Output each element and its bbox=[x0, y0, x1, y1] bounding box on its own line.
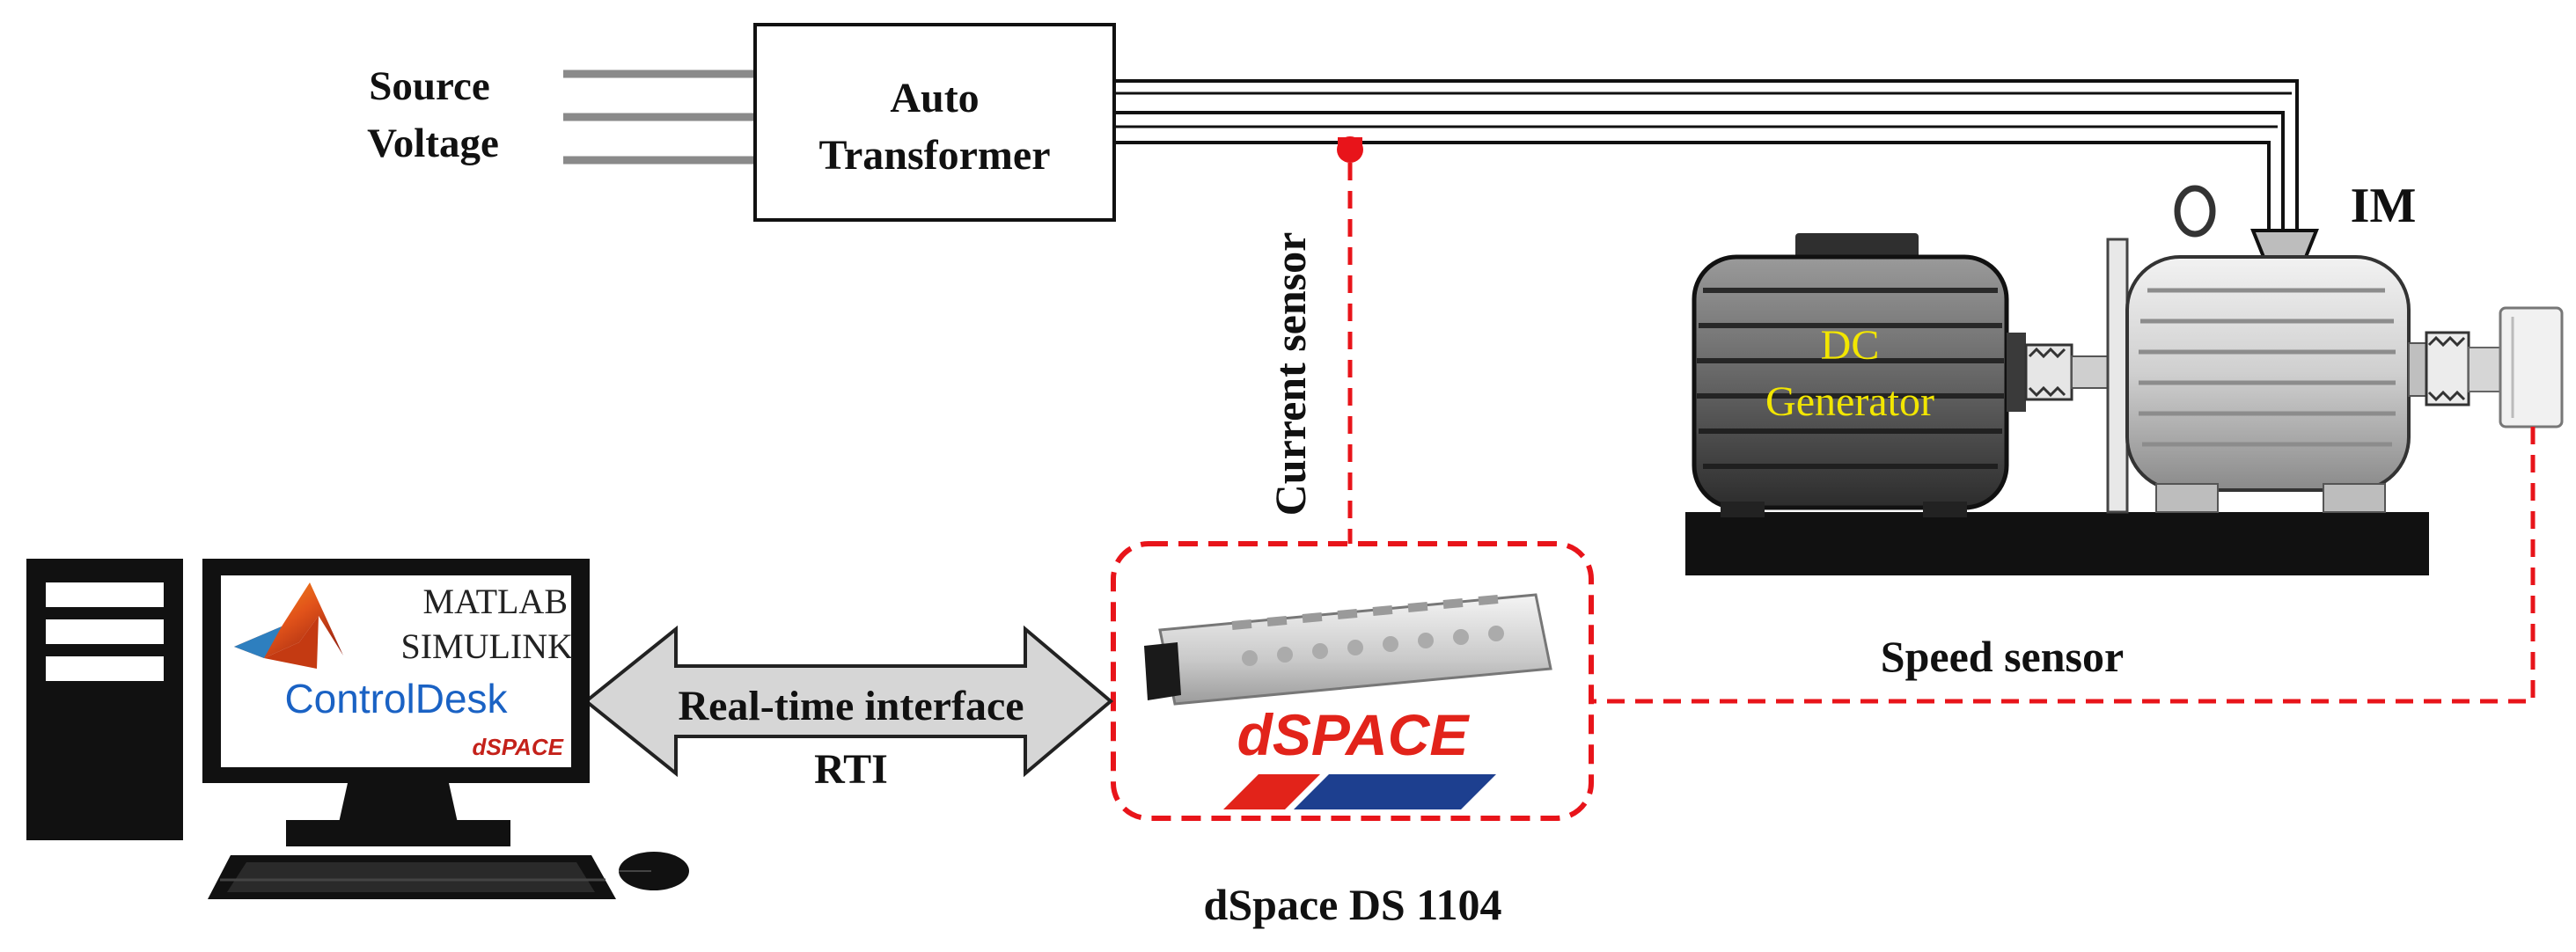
speed-encoder-icon bbox=[2408, 306, 2564, 428]
source-voltage: Source Voltage bbox=[367, 63, 755, 166]
autotransformer-box bbox=[753, 23, 1116, 222]
dc-generator: DC Generator bbox=[1692, 233, 2009, 517]
dspace-logo-stripes bbox=[1223, 774, 1496, 809]
current-sensor-label: Current sensor bbox=[1266, 232, 1315, 516]
motor-generator-bench: DC Generator bbox=[1685, 185, 2564, 575]
dspace-dashed-frame bbox=[1111, 541, 1594, 821]
im-feed-lines bbox=[1114, 79, 2299, 233]
current-sensor: Current sensor bbox=[1266, 136, 1363, 544]
autotransformer-label-line2: Transformer bbox=[818, 132, 1050, 179]
screen-dspace: dSPACE bbox=[472, 734, 563, 760]
coupling-icon bbox=[2007, 333, 2112, 412]
autotransformer-block: Auto Transformer bbox=[753, 23, 1116, 222]
dspace-module: dSPACE dSpace DS 1104 bbox=[1111, 541, 1594, 929]
keyboard-icon bbox=[208, 855, 616, 899]
autotransformer-label-line1: Auto bbox=[890, 75, 979, 121]
screen-controldesk: ControlDesk bbox=[284, 676, 508, 721]
rti-arrow-shape bbox=[583, 625, 1114, 778]
screen-matlab: MATLAB bbox=[423, 582, 568, 621]
source-label-line2: Voltage bbox=[367, 121, 499, 166]
bench-base bbox=[1685, 512, 2429, 575]
im-label: IM bbox=[2351, 179, 2417, 233]
dspace-caption: dSpace DS 1104 bbox=[1204, 880, 1502, 929]
rti-label-line2: RTI bbox=[814, 746, 888, 793]
monitor-screen-content: MATLAB SIMULINK ControlDesk dSPACE bbox=[234, 582, 573, 760]
monitor-icon bbox=[202, 559, 590, 846]
motor-flange bbox=[2106, 238, 2129, 514]
source-phase-lines bbox=[563, 70, 755, 165]
source-label-line1: Source bbox=[369, 63, 490, 109]
induction-motor bbox=[2125, 185, 2411, 513]
screen-simulink: SIMULINK bbox=[400, 626, 573, 666]
dc-generator-label-line2: Generator bbox=[1765, 378, 1934, 425]
speed-sensor: Speed sensor bbox=[1591, 427, 2536, 704]
dspace-board-icon bbox=[1144, 593, 1552, 706]
dc-generator-label-line1: DC bbox=[1821, 322, 1880, 369]
speed-sensor-label: Speed sensor bbox=[1881, 632, 2124, 681]
host-pc: MATLAB SIMULINK ControlDesk dSPACE bbox=[26, 559, 689, 899]
speed-sensor-line bbox=[1591, 427, 2536, 704]
mouse-icon bbox=[619, 852, 689, 890]
dspace-logo-text: dSPACE bbox=[1237, 702, 1471, 767]
pc-tower-icon bbox=[26, 559, 183, 840]
matlab-logo-icon bbox=[234, 582, 343, 669]
rti-double-arrow: Real-time interface RTI bbox=[583, 625, 1114, 793]
monitor-screen bbox=[221, 575, 571, 767]
rti-label-line1: Real-time interface bbox=[678, 683, 1024, 729]
